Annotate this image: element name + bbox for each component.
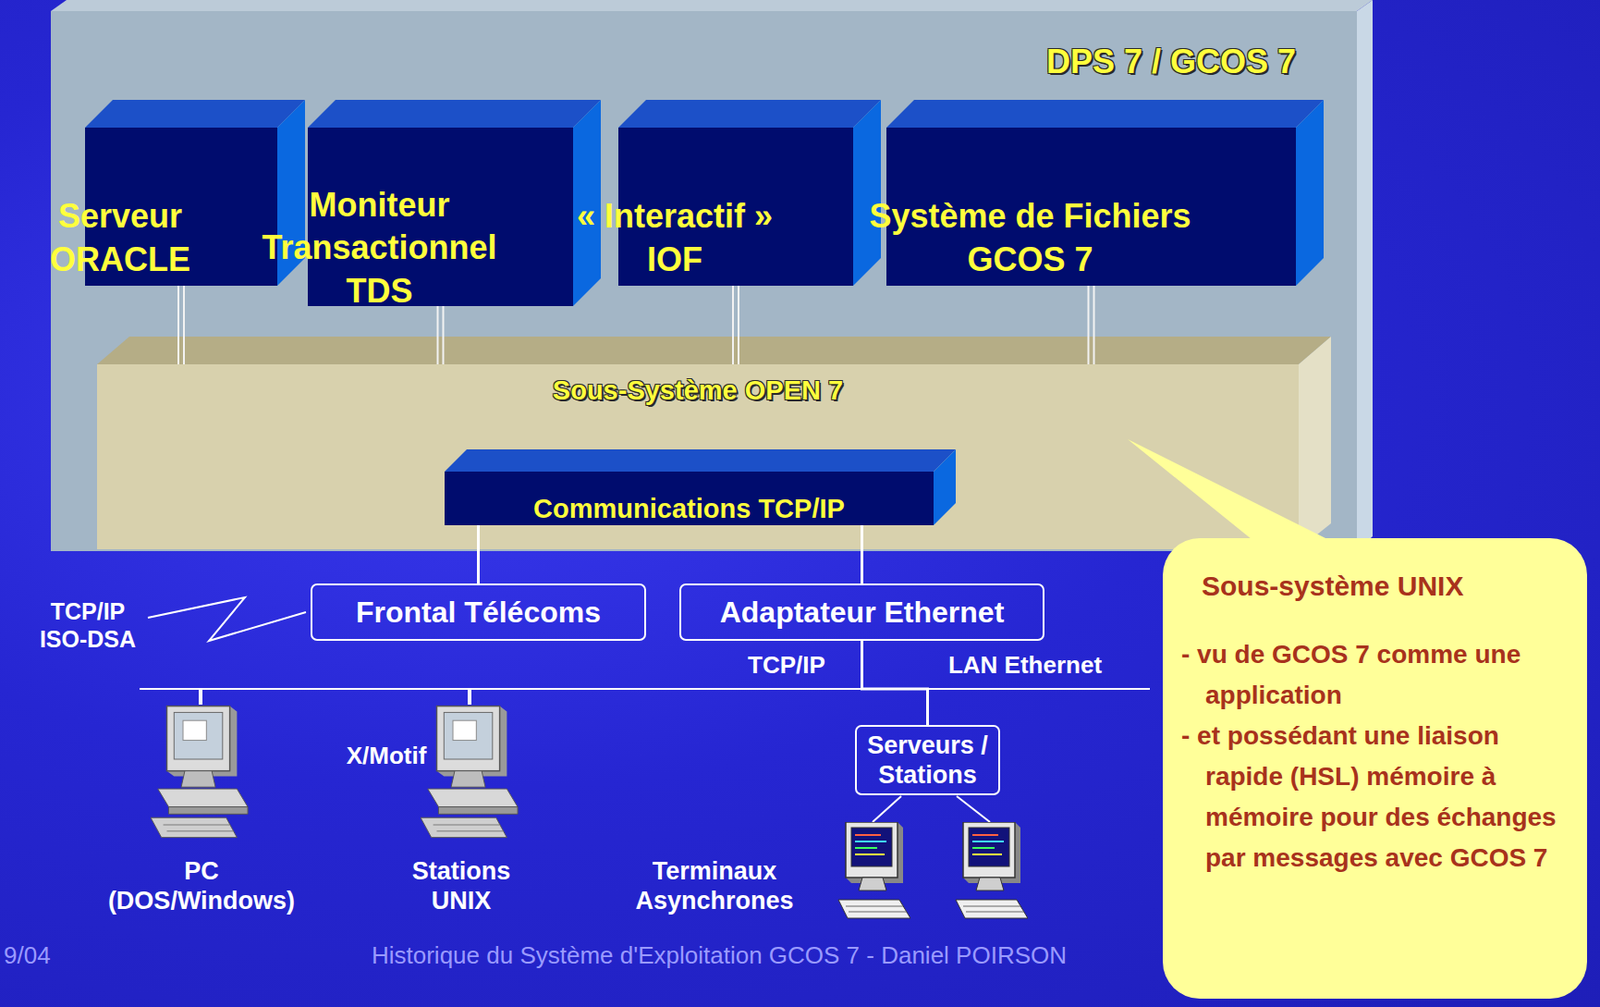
file-system-box: Système de Fichiers GCOS 7: [886, 127, 1296, 286]
node-title: « Interactif » IOF: [566, 195, 783, 281]
band-top-face: [97, 336, 1332, 365]
node-title: Moniteur Transactionnel TDS: [256, 183, 503, 312]
device-label: Terminaux Asynchrones: [617, 855, 812, 917]
pc-drop: [198, 688, 203, 705]
system-side-face: [1356, 0, 1373, 551]
node-title: Frontal Télécoms: [355, 594, 601, 630]
monitor-box: Moniteur Transactionnel TDS: [307, 127, 574, 306]
band-side-face: [1298, 336, 1332, 550]
node-title: Sous-système UNIX: [1201, 565, 1569, 607]
station-box: Serveurs / Stations: [854, 724, 1001, 795]
node-body: - et possédant une liaison rapide (HSL) …: [1181, 715, 1569, 879]
pc-icon: [150, 706, 248, 838]
tcpip-box: Communications TCP/IP: [444, 471, 934, 526]
subsystem-band: Sous-Système OPEN 7 Communications TCP/IP: [97, 364, 1299, 550]
connector-line: [438, 305, 444, 365]
station-drop: [467, 688, 472, 705]
node-title: Adaptateur Ethernet: [720, 594, 1005, 630]
network-label: LAN Ethernet: [928, 650, 1123, 680]
node-title: Serveur ORACLE: [33, 195, 208, 281]
node-title: DPS 7 / GCOS 7: [1046, 42, 1296, 82]
device-label: Stations UNIX: [391, 855, 531, 917]
connector-line: [178, 285, 184, 365]
connector-line: [1088, 285, 1095, 365]
lan-bus: [139, 687, 1150, 690]
terminal-wire: [872, 795, 902, 822]
callout-bubble: Sous-système UNIX - vu de GCOS 7 comme un…: [1162, 537, 1588, 999]
band-front-face: [97, 364, 1299, 550]
node-body: - vu de GCOS 7 comme une application: [1181, 634, 1569, 716]
terminal-wire: [956, 795, 990, 822]
terminal-icon: [838, 821, 911, 918]
system-frame: DPS 7 / GCOS 7 Serveur ORACLEMoniteur Tra…: [50, 11, 1357, 551]
connector-line: [476, 525, 480, 584]
ethernet-box: Adaptateur Ethernet: [679, 583, 1045, 641]
interactive-box: « Interactif » IOF: [618, 127, 854, 286]
node-title: Système de Fichiers GCOS 7: [834, 195, 1226, 281]
interface-label: X/Motif: [332, 741, 440, 770]
date-label: 9/04: [3, 940, 69, 970]
unix-station-icon: [420, 706, 518, 838]
system-top-face: [50, 0, 1373, 12]
protocol-label: TCP/IP ISO-DSA: [30, 597, 146, 653]
telecom-link: [147, 597, 306, 641]
device-label: PC (DOS/Windows): [92, 855, 311, 917]
node-title: Communications TCP/IP: [533, 491, 845, 526]
protocol-label: TCP/IP: [735, 650, 838, 680]
connector-line: [862, 640, 929, 725]
node-title: Serveurs / Stations: [864, 730, 991, 791]
terminal-icon: [955, 821, 1028, 918]
node-title: Sous-Système OPEN 7: [97, 375, 1299, 406]
connector-line: [860, 525, 864, 584]
frontend-box: Frontal Télécoms: [310, 583, 647, 641]
footer-caption: Historique du Système d'Exploitation GCO…: [210, 940, 1228, 970]
server-box: Serveur ORACLE: [85, 127, 278, 286]
connector-line: [732, 285, 739, 365]
system-front-face: [50, 11, 1357, 551]
